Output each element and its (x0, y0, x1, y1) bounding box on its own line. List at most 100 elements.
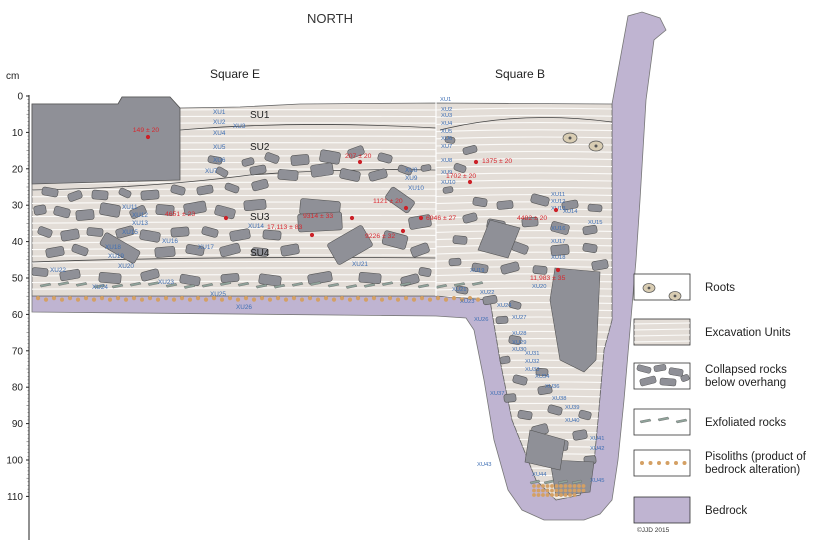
excavation-unit-label: XU15 (122, 229, 138, 236)
excavation-unit-label: XU14 (248, 223, 264, 230)
excavation-unit-label: XU38 (552, 396, 567, 402)
date-sample-point (145, 134, 151, 140)
rock (462, 145, 478, 155)
excavation-unit-label: XU44 (532, 472, 547, 478)
square-e-label: Square E (210, 67, 260, 81)
pisolith (572, 493, 577, 497)
rock (418, 267, 432, 277)
pisolith (171, 297, 177, 302)
date-sample-point (349, 215, 355, 221)
pisolith (536, 493, 541, 497)
excavation-unit-label: XU11 (551, 192, 565, 198)
pisolith (235, 297, 241, 302)
rock (170, 184, 186, 196)
su-boundary (31, 257, 437, 263)
rock (170, 226, 190, 238)
excavation-unit-label: XU26 (236, 304, 252, 311)
pisolith (83, 296, 89, 301)
exfoliated-rock (543, 479, 555, 485)
rock (41, 186, 59, 198)
pisolith (554, 484, 559, 488)
pisolith (435, 296, 441, 301)
excavation-unit-label: XU30 (512, 347, 527, 353)
exfoliated-rock (273, 283, 286, 289)
excavation-unit-label: XU21 (452, 287, 467, 293)
pisolith (35, 296, 41, 301)
rock (60, 228, 80, 242)
date-sample-point (467, 179, 473, 185)
pisolith (581, 484, 586, 488)
pisolith (563, 488, 568, 493)
pisolith (275, 296, 281, 301)
exfoliated-rock (571, 479, 583, 485)
excavation-unit-label: XU5 (213, 144, 226, 151)
rock (179, 273, 201, 287)
date-sample-point (553, 207, 559, 213)
date-sample-point (223, 215, 229, 221)
excavation-unit-label: XU19 (108, 253, 124, 260)
date-sample-point (403, 205, 409, 211)
radiocarbon-date: 1121 ± 20 (373, 198, 403, 205)
rock (453, 163, 467, 173)
copyright: ©JJD 2015 (637, 526, 670, 534)
rock (508, 335, 522, 345)
excavation-unit-label: XU2 (213, 119, 226, 126)
excavation-unit-label: XU27 (512, 315, 527, 321)
excavation-unit-label: XU3 (441, 113, 452, 119)
rock (591, 259, 609, 271)
pisolith (581, 488, 586, 493)
legend-label: Pisoliths (product of (705, 451, 807, 463)
pisolith (550, 484, 554, 488)
pisolith (195, 296, 201, 301)
radiocarbon-date: 207 ± 20 (345, 153, 372, 160)
legend-label: Roots (705, 282, 735, 294)
pisolith (475, 297, 481, 302)
pisolith (554, 493, 559, 497)
rock (99, 202, 121, 218)
rock (140, 189, 160, 201)
exfoliated-rock (363, 283, 376, 288)
exfoliated-rock (237, 281, 250, 287)
excavation-unit-label: XU24 (497, 303, 512, 309)
axis-unit: cm (6, 71, 19, 82)
rock (397, 164, 413, 176)
exfoliated-rock (111, 283, 124, 289)
legend-item-roots: Roots (633, 273, 735, 301)
exfoliated-rock (557, 479, 569, 485)
pisolith (211, 296, 217, 301)
excavation-unit-label: XU41 (590, 436, 605, 442)
excavation-unit-label: XU26 (474, 317, 489, 323)
rock (196, 184, 214, 196)
rock (207, 155, 223, 165)
rock (86, 227, 104, 237)
rock (377, 152, 393, 164)
pisolith (139, 297, 145, 302)
exfoliated-rock (129, 281, 142, 287)
pisolith (107, 297, 113, 302)
rock (550, 244, 570, 256)
rock (264, 152, 280, 164)
legend-label: Excavation Units (705, 327, 791, 339)
rock (535, 367, 549, 377)
rock (420, 164, 432, 172)
date-sample-point (473, 159, 479, 165)
pisolith (299, 297, 305, 302)
pisolith (187, 297, 193, 302)
excavation-unit-label: XU10 (441, 180, 456, 186)
rock (249, 164, 267, 176)
exfoliated-rock (219, 281, 232, 286)
date-sample-point (400, 228, 406, 234)
rock (154, 246, 176, 258)
rock (75, 209, 95, 221)
pisolith (559, 493, 563, 497)
exfoliated-rock (399, 281, 412, 287)
rock (578, 409, 592, 421)
rock (339, 168, 361, 182)
pisolith (554, 488, 559, 493)
rock (442, 186, 454, 194)
rock (251, 247, 269, 257)
su-boundary (31, 169, 437, 191)
legend-label: Bedrock (705, 505, 747, 517)
rock (482, 294, 498, 306)
